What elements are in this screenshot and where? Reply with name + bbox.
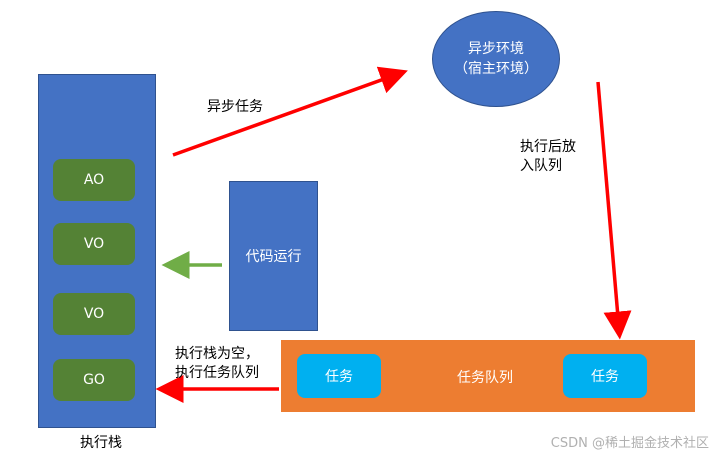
watermark: CSDN @稀土掘金技术社区 (550, 436, 709, 451)
label-async-task: 异步任务 (207, 99, 263, 115)
label-stack-empty: 执行栈为空， 执行任务队列 (175, 345, 259, 383)
stack-frame-go: GO (53, 359, 135, 401)
code-running-label: 代码运行 (245, 249, 302, 265)
label-to-queue-line2: 入队列 (520, 158, 562, 174)
task-box-right: 任务 (563, 354, 647, 398)
async-environment-subtitle: （宿主环境） (454, 61, 538, 77)
arrow-to-queue (596, 81, 632, 340)
execution-stack-label: 执行栈 (80, 435, 122, 451)
task-box-left: 任务 (297, 354, 381, 398)
stack-frame-vo-1: VO (53, 223, 135, 265)
stack-frame-ao: AO (53, 159, 135, 201)
code-running-box: 代码运行 (229, 181, 318, 331)
async-environment-ellipse: 异步环境 （宿主环境） (432, 11, 560, 107)
arrow-async-task (172, 66, 408, 157)
label-stack-empty-line2: 执行任务队列 (175, 365, 259, 381)
label-to-queue: 执行后放 入队列 (520, 138, 576, 176)
task-queue-label: 任务队列 (457, 370, 513, 386)
stack-frame-vo-2: VO (53, 293, 135, 335)
label-to-queue-line1: 执行后放 (520, 139, 576, 155)
async-environment-title: 异步环境 (468, 41, 524, 57)
task-queue-bar: 任务 任务队列 任务 (281, 340, 695, 412)
label-stack-empty-line1: 执行栈为空， (175, 346, 259, 362)
execution-stack: AO VO VO GO (38, 74, 156, 428)
